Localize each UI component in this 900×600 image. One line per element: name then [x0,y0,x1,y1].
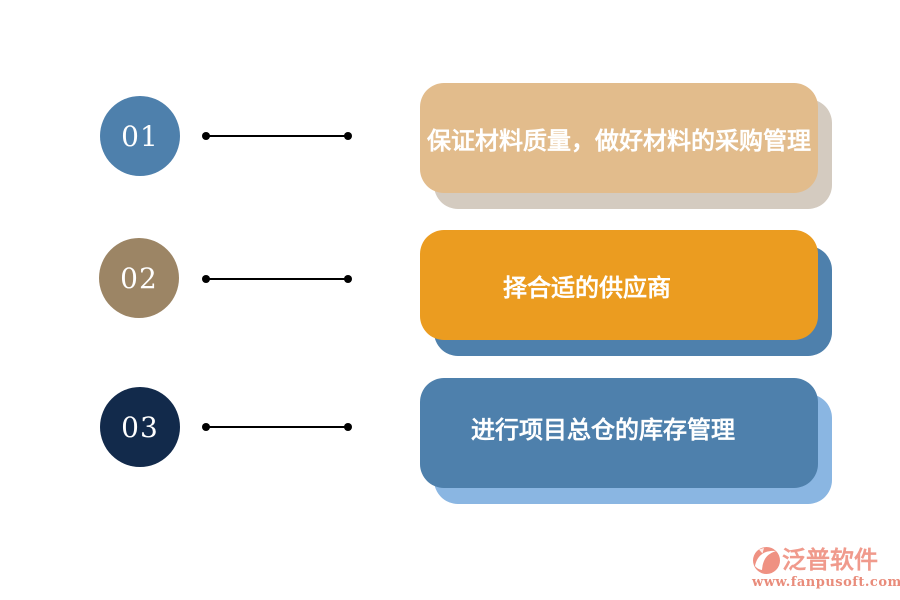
connector-line-1 [202,132,352,140]
brand-url: www.fanpusoft.com [752,575,900,590]
fanpu-logo-icon [753,547,780,574]
brand-name: 泛普软件 [782,546,878,574]
brand-row: 泛普软件 [752,546,878,575]
step-2-label: 择合适的供应商 [503,274,671,302]
step-1-number: 01 [121,119,159,153]
step-3-number: 03 [121,410,159,444]
brand-watermark: 泛普软件 www.fanpusoft.com [752,546,900,590]
step-3-label: 进行项目总仓的库存管理 [471,416,735,444]
step-2-number: 02 [120,261,158,295]
step-1-label: 保证材料质量，做好材料的采购管理 [427,127,811,155]
step-1-number-badge: 01 [100,96,180,176]
step-2-number-badge: 02 [99,238,179,318]
connector-line-3 [202,423,352,431]
connector-line-2 [202,275,352,283]
step-1-card: 保证材料质量，做好材料的采购管理 [420,83,818,193]
step-2-card: 择合适的供应商 [420,230,818,340]
step-3-number-badge: 03 [100,387,180,467]
step-3-card: 进行项目总仓的库存管理 [420,378,818,488]
